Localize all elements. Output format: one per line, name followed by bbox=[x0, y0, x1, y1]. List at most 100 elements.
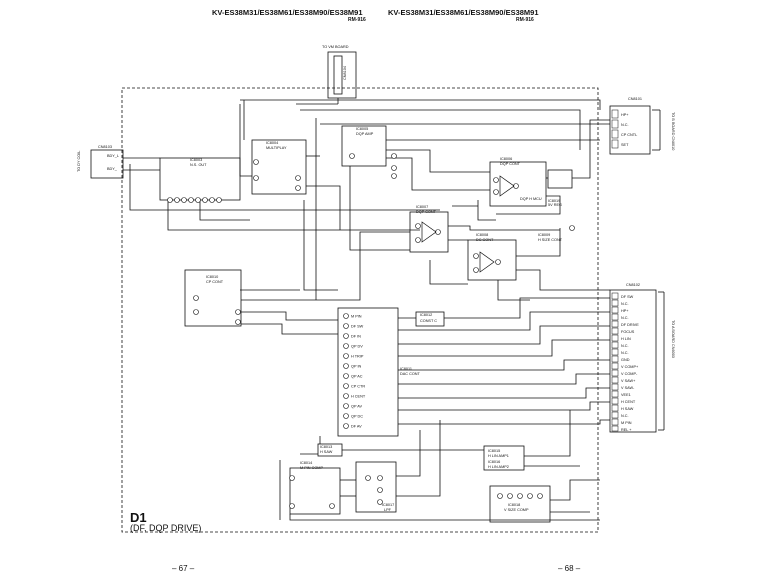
ic-dc-cont-name: DC CONT bbox=[476, 238, 494, 242]
page-right: – 68 – bbox=[558, 564, 581, 573]
rb-pin-6: FOCUS bbox=[621, 330, 635, 334]
dac-pin-10: QP AV bbox=[351, 405, 363, 409]
rb-pin-2: N.C. bbox=[621, 302, 629, 306]
top-connector-ref: CN8104 bbox=[343, 66, 347, 80]
rb-pin-15: VEE1 bbox=[621, 393, 631, 397]
ic-dqp-cont2 bbox=[409, 211, 449, 253]
ic-mpin-name: M PIN COMP bbox=[300, 466, 323, 470]
ic-dqp-amp-ref: IC8005 bbox=[356, 127, 368, 131]
header-right-sub: RM-916 bbox=[516, 17, 534, 23]
rt-pin-2: N.C. bbox=[621, 123, 629, 127]
ic-hlin2-name: H LIN AMP2 bbox=[488, 465, 509, 469]
rb-pin-13: V SAW+ bbox=[621, 379, 636, 383]
dac-pin-6: QP IN bbox=[351, 365, 362, 369]
ic-lpf bbox=[355, 461, 397, 513]
top-connector bbox=[327, 51, 357, 99]
dac-pin-5: H TRIP bbox=[351, 355, 364, 359]
ic-hsaw-name: H SAW bbox=[320, 450, 333, 454]
rb-pin-3: HP+ bbox=[621, 309, 629, 313]
ic-multi-ref: IC8004 bbox=[266, 141, 278, 145]
ic-lpf-ref: IC8017 bbox=[382, 503, 394, 507]
header-left-sub: RM-916 bbox=[348, 17, 366, 23]
ic-ns-out-name: N.S. OUT bbox=[190, 163, 207, 167]
ic-hsaw-ref: IC8013 bbox=[320, 445, 332, 449]
ic-multi-name: MULTIPLAY bbox=[266, 146, 287, 150]
dac-pin-7: QP AC bbox=[351, 375, 363, 379]
ic-hlin1-name: H LIN AMP1 bbox=[488, 454, 509, 458]
right-top-connector bbox=[609, 105, 651, 155]
dac-pin-11: QP DC bbox=[351, 415, 363, 419]
rb-pin-12: V COMP- bbox=[621, 372, 638, 376]
ic-dqp-amp-name: DQP AMP bbox=[356, 132, 374, 136]
dac-pin-2: DF SW bbox=[351, 325, 364, 329]
right-bottom-connector bbox=[609, 289, 657, 433]
ic-ns-out-ref: IC8003 bbox=[190, 158, 202, 162]
ic-dac bbox=[337, 307, 399, 437]
page-left: – 67 – bbox=[172, 564, 195, 573]
left-connector-ref: CN8103 bbox=[98, 145, 112, 149]
ic-dqp-cont2-ref: IC8007 bbox=[416, 205, 428, 209]
ic-vsize-ref: IC8018 bbox=[508, 503, 520, 507]
rb-pin-17: H SAW bbox=[621, 407, 634, 411]
board-desc: (DF, DQP DRIVE) bbox=[130, 523, 202, 533]
ic-vsize-name: V SIZE COMP bbox=[504, 508, 529, 512]
board-outline bbox=[121, 87, 599, 533]
ic-multi bbox=[251, 139, 307, 195]
ic-hsize-name: H SIZE CONT bbox=[538, 238, 563, 242]
rb-pin-18: N.C. bbox=[621, 414, 629, 418]
dac-pin-1: M PIN bbox=[351, 315, 362, 319]
rb-pin-9: N.C. bbox=[621, 351, 629, 355]
left-pin-1: BDY_L bbox=[107, 154, 119, 158]
left-connector bbox=[90, 149, 124, 179]
ic-dqp-cont bbox=[489, 161, 547, 207]
rb-pin-8: N.C. bbox=[621, 344, 629, 348]
right-bottom-ref: CN8102 bbox=[626, 283, 640, 287]
dac-pin-9: H CENT bbox=[351, 395, 366, 399]
ic-dc-cont bbox=[467, 239, 517, 281]
rb-pin-5: DF DRIVE bbox=[621, 323, 639, 327]
ic-cp-cont-ref: IC8010 bbox=[206, 275, 218, 279]
rb-pin-19: M PIN bbox=[621, 421, 632, 425]
right-bottom-label: TO A BOARD CN6003 bbox=[671, 320, 675, 358]
ic-mpin bbox=[289, 467, 341, 515]
ic-cp-cont-name: CP CONT bbox=[206, 280, 224, 284]
dqp-mcu-label: DQP H MCU bbox=[520, 197, 542, 201]
rb-pin-10: GND bbox=[621, 358, 630, 362]
ic-dqp-amp bbox=[341, 125, 387, 167]
right-top-label: TO B BOARD CN6010 bbox=[671, 112, 675, 150]
dac-pin-8: CP CTR bbox=[351, 385, 365, 389]
ic-dv-reg-name: 5V REG bbox=[548, 203, 562, 207]
ic-dqp-cont-name: DQP CONT bbox=[500, 162, 521, 166]
ic-dac-ref: IC8011 bbox=[400, 367, 412, 371]
board-name: D1 bbox=[130, 510, 147, 525]
rb-pin-16: H CENT bbox=[621, 400, 636, 404]
left-connector-label: TO DY COIL bbox=[77, 151, 81, 172]
ic-hlin2-ref: IC8016 bbox=[488, 460, 500, 464]
top-connector-label: TO VM BOARD bbox=[322, 45, 349, 49]
right-top-ref: CN8101 bbox=[628, 97, 642, 101]
rb-pin-7: H LIN bbox=[621, 337, 631, 341]
ic-dc-cont-ref: IC8008 bbox=[476, 233, 488, 237]
rb-pin-14: V SAW- bbox=[621, 386, 635, 390]
ic-vsize bbox=[489, 485, 551, 523]
ic-dqp-cont-ref: IC8006 bbox=[500, 157, 512, 161]
rt-pin-4: SET bbox=[621, 143, 629, 147]
ic-dv-reg-ref: IC8019 bbox=[548, 199, 560, 203]
ic-lpf-name: LPF bbox=[384, 508, 392, 512]
ic-dac-name: DAC CONT bbox=[400, 372, 421, 376]
dac-pin-12: DF AV bbox=[351, 425, 362, 429]
left-pin-2: BDY_ bbox=[107, 167, 118, 171]
header-left-title: KV-ES38M31/ES38M61/ES38M90/ES38M91 bbox=[212, 8, 363, 17]
ic-hlin1-ref: IC8015 bbox=[488, 449, 500, 453]
ic-dqp-cont2-name: DQP CONT bbox=[416, 210, 437, 214]
ic-hlin bbox=[483, 445, 525, 471]
ic-const-c bbox=[415, 311, 445, 327]
rb-pin-4: N.C. bbox=[621, 316, 629, 320]
ic-const-name: CONST C bbox=[420, 319, 437, 323]
dac-pin-3: DF IN bbox=[351, 335, 361, 339]
ic-const-ref: IC8012 bbox=[420, 313, 432, 317]
header-right-title: KV-ES38M31/ES38M61/ES38M90/ES38M91 bbox=[388, 8, 539, 17]
ic-cp-cont bbox=[184, 269, 242, 327]
ic-mpin-ref: IC8014 bbox=[300, 461, 312, 465]
